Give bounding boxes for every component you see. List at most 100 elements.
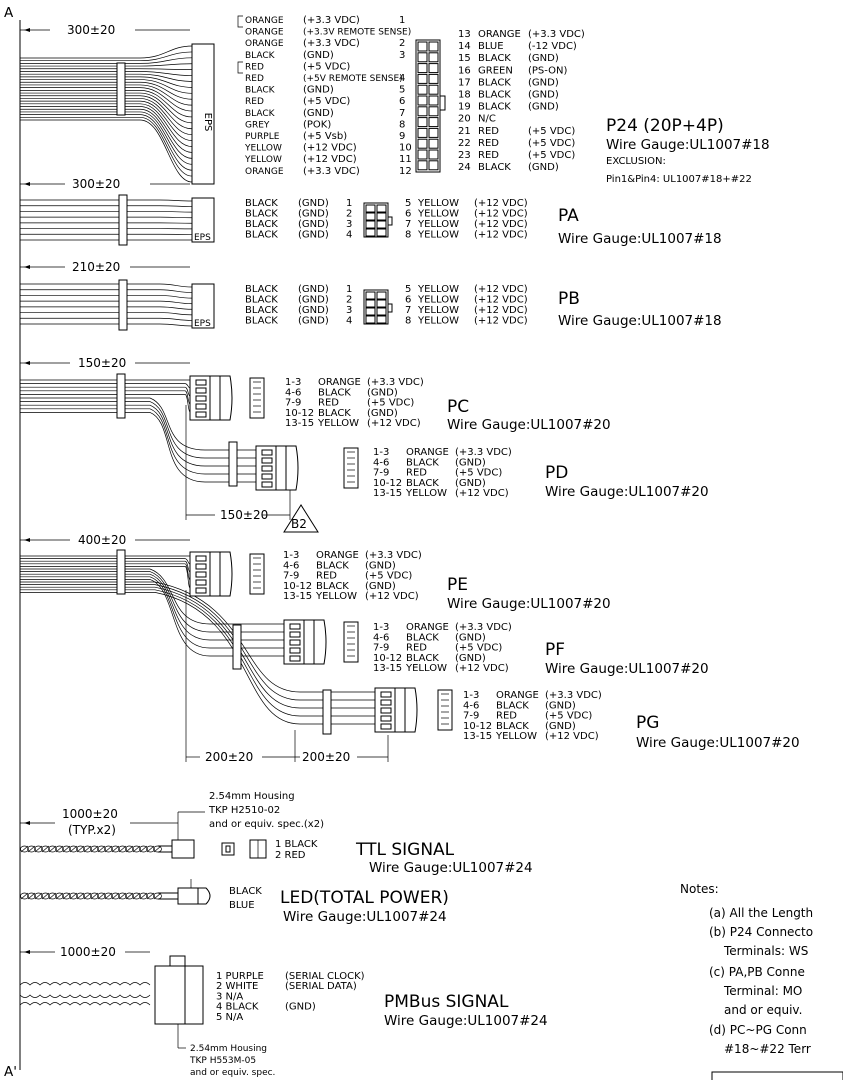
pc-pin-signal: (GND) xyxy=(367,408,398,419)
twisted-pair xyxy=(146,892,155,900)
pd-pin-color: RED xyxy=(406,468,427,479)
pin-cell xyxy=(195,571,207,578)
pmbus-housing-3: and or equiv. spec. xyxy=(190,1068,275,1078)
twisted-pair xyxy=(76,892,85,900)
p24-pin-color: ORANGE xyxy=(245,39,284,49)
p24-wire xyxy=(20,51,193,62)
twisted-pair xyxy=(125,892,134,900)
pa-pin-signal: (GND) xyxy=(298,198,329,209)
p24-pin-signal: (+3.3 VDC) xyxy=(303,166,360,177)
pin-cell xyxy=(428,138,439,149)
p24-wire xyxy=(20,79,193,94)
pcpd-length-2: 150±20 xyxy=(220,508,268,522)
pe-pin-signal: (GND) xyxy=(365,560,396,571)
pin-cell xyxy=(417,149,428,160)
p24-wire xyxy=(20,103,193,147)
p24-wire xyxy=(20,73,193,82)
pd-pin-range: 7-9 xyxy=(373,468,389,479)
pe-pin-range: 13-15 xyxy=(283,591,312,602)
pin-cell xyxy=(417,117,428,128)
pd-pin-signal: (GND) xyxy=(455,478,486,489)
pf-pin-signal: (+12 VDC) xyxy=(455,663,509,674)
twisted-pair xyxy=(153,892,162,900)
pf-pin-color: ORANGE xyxy=(406,622,449,633)
pg-pin-range: 10-12 xyxy=(463,721,492,732)
pb-pin-signal: (GND) xyxy=(298,295,329,306)
p24-pin-signal: (GND) xyxy=(528,53,559,64)
pe-pin-range: 7-9 xyxy=(283,571,299,582)
pin-cell xyxy=(417,127,428,138)
pin-cell xyxy=(428,73,439,84)
p24-pin-number: 14 xyxy=(458,41,471,52)
p24-pin-number: 13 xyxy=(458,29,471,40)
twisted-pair xyxy=(69,892,78,900)
p24-pin-signal: (GND) xyxy=(528,77,559,88)
pe-title: PE xyxy=(447,575,468,595)
twisted-pair xyxy=(146,845,155,853)
pc-pin-signal: (+12 VDC) xyxy=(367,418,421,429)
twisted-pair xyxy=(55,845,64,853)
p24-wire xyxy=(20,116,193,177)
p24-wire xyxy=(20,63,193,67)
p24-pin-color: N/C xyxy=(478,114,496,125)
pa-pin-number: 3 xyxy=(346,219,352,230)
p24-wire xyxy=(20,45,193,59)
p24-pin-number: 11 xyxy=(399,154,412,165)
twisted-pair xyxy=(34,892,43,900)
pb-wire xyxy=(20,283,193,288)
pd-pin-signal: (+12 VDC) xyxy=(455,488,509,499)
pin-cell xyxy=(417,63,428,74)
p24-wire xyxy=(20,98,193,136)
p24-gauge: Wire Gauge:UL1007#18 xyxy=(606,137,770,153)
pa-wire xyxy=(20,211,193,213)
pc-pin-color: RED xyxy=(318,398,339,409)
p24-pin-number: 15 xyxy=(458,53,471,64)
p24-pin-signal: (POK) xyxy=(303,119,331,130)
pmbus-title: PMBus SIGNAL xyxy=(384,992,509,1012)
pf-title: PF xyxy=(545,640,565,660)
pc-pin-range: 7-9 xyxy=(285,398,301,409)
pa-gauge: Wire Gauge:UL1007#18 xyxy=(558,231,722,247)
pd-pin-color: BLACK xyxy=(406,457,439,468)
pa-pin-signal: (+12 VDC) xyxy=(474,219,528,230)
pin-cell xyxy=(428,84,439,95)
pb-wire xyxy=(20,306,193,310)
p24-pin-signal: (+5V REMOTE SENSE) xyxy=(303,74,403,84)
pd-pin-range: 1-3 xyxy=(373,447,389,458)
pin-cell xyxy=(376,299,387,308)
pa-pin-color: YELLOW xyxy=(417,230,459,241)
ttl-connector xyxy=(171,839,195,859)
p24-wire xyxy=(20,68,193,71)
pe-pin-signal: (+12 VDC) xyxy=(365,591,419,602)
pf-pin-color: RED xyxy=(406,643,427,654)
p24-pin-signal: (GND) xyxy=(303,85,334,96)
pb-pin-color: YELLOW xyxy=(417,305,459,316)
pb-wire xyxy=(20,317,193,321)
pb-pin-number: 4 xyxy=(346,316,352,327)
pg-pin-signal: (GND) xyxy=(545,721,576,732)
p24-pin-number: 5 xyxy=(399,85,405,96)
twisted-pair xyxy=(111,845,120,853)
pf-pin-range: 10-12 xyxy=(373,653,402,664)
twisted-pair xyxy=(118,845,127,853)
pb-pin-color: BLACK xyxy=(245,295,278,306)
balloon-label: B2 xyxy=(291,517,307,531)
pa-pin-signal: (GND) xyxy=(298,209,329,220)
pmbus-cable: 1000±20 1 PURPLE(SERIAL CLOCK)2 WHITE(SE… xyxy=(19,945,548,1078)
p24-pin-signal: (+5 VDC) xyxy=(528,138,575,149)
p24-pin-signal: (+12 VDC) xyxy=(303,143,357,154)
p24-pin-number: 4 xyxy=(399,73,405,84)
title-block-edge xyxy=(711,1071,843,1080)
pin-cell xyxy=(417,52,428,63)
p24-pin-signal: (GND) xyxy=(303,108,334,119)
p24-pin-color: BLACK xyxy=(478,162,511,173)
pin-cell xyxy=(195,379,207,386)
pin-cell xyxy=(261,457,273,464)
twisted-pair xyxy=(125,845,134,853)
pin-cell xyxy=(365,212,376,221)
pin-cell xyxy=(195,411,207,418)
p24-wire xyxy=(20,111,193,165)
p24-pin-color: ORANGE xyxy=(245,16,284,26)
